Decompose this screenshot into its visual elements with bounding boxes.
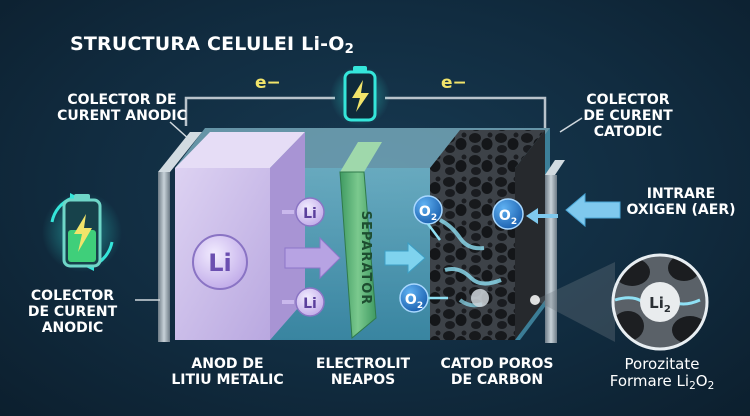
oxygen-molecule-3: O2 bbox=[399, 283, 429, 313]
electron-label-right: e− bbox=[441, 73, 467, 93]
separator-membrane: SEPARATOR bbox=[339, 142, 382, 340]
svg-text:Li: Li bbox=[303, 206, 317, 222]
page-title: STRUCTURA CELULEI Li-O2 bbox=[70, 33, 355, 58]
electron-label-left: e− bbox=[255, 73, 281, 93]
ion-flow-arrow-anode bbox=[284, 236, 341, 280]
svg-text:SEPARATOR: SEPARATOR bbox=[358, 211, 373, 306]
svg-text:Li: Li bbox=[208, 249, 232, 277]
cathode-collector-plate bbox=[545, 160, 565, 343]
battery-charge-cycle-icon bbox=[42, 192, 122, 272]
porosity-zoom-lens: Li2 bbox=[530, 253, 709, 351]
ion-flow-arrow-electrolyte bbox=[384, 241, 426, 275]
svg-text:Li: Li bbox=[303, 296, 317, 312]
lithium-ion-top: Li bbox=[295, 197, 325, 227]
anode-li-symbol: Li bbox=[192, 234, 248, 290]
battery-charging-icon bbox=[330, 66, 390, 126]
oxygen-inlet-arrow bbox=[526, 192, 621, 228]
porous-carbon-cathode bbox=[430, 130, 545, 340]
oxygen-molecule-2: O2 bbox=[492, 198, 524, 230]
anode-collector-plate bbox=[158, 132, 202, 342]
lithium-ion-bottom: Li bbox=[295, 287, 325, 317]
label-porosity: Porozitate Formare Li2O2 bbox=[609, 355, 715, 392]
oxygen-molecule-1: O2 bbox=[413, 195, 443, 225]
